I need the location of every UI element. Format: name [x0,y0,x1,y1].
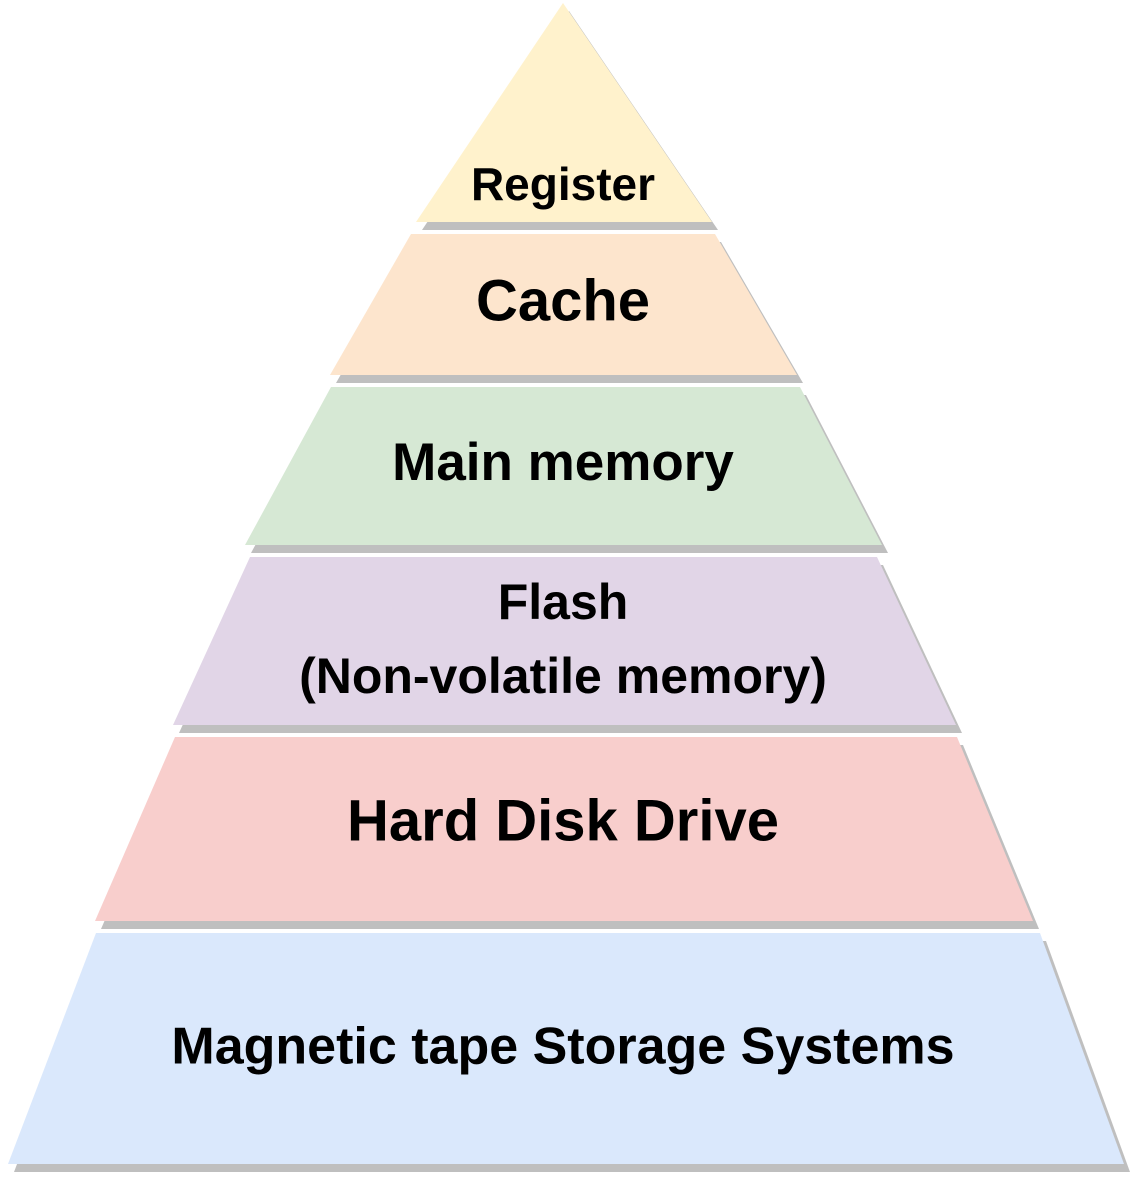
flash-tier [173,557,956,725]
magnetic-tape-label: Magnetic tape Storage Systems [171,1018,954,1076]
hard-disk-drive-tier [95,737,1033,921]
register-tier [416,3,712,222]
main-memory-tier [245,387,882,545]
flash-label-line-1: Flash [498,574,629,630]
hard-disk-drive-label: Hard Disk Drive [347,788,779,853]
main-memory-label: Main memory [392,433,734,492]
tiers-group [8,3,1124,1164]
flash-label-line-2: (Non-volatile memory) [299,648,827,704]
magnetic-tape-tier [8,933,1124,1164]
cache-label: Cache [476,268,650,333]
register-label: Register [471,158,655,210]
cache-tier [330,234,797,375]
